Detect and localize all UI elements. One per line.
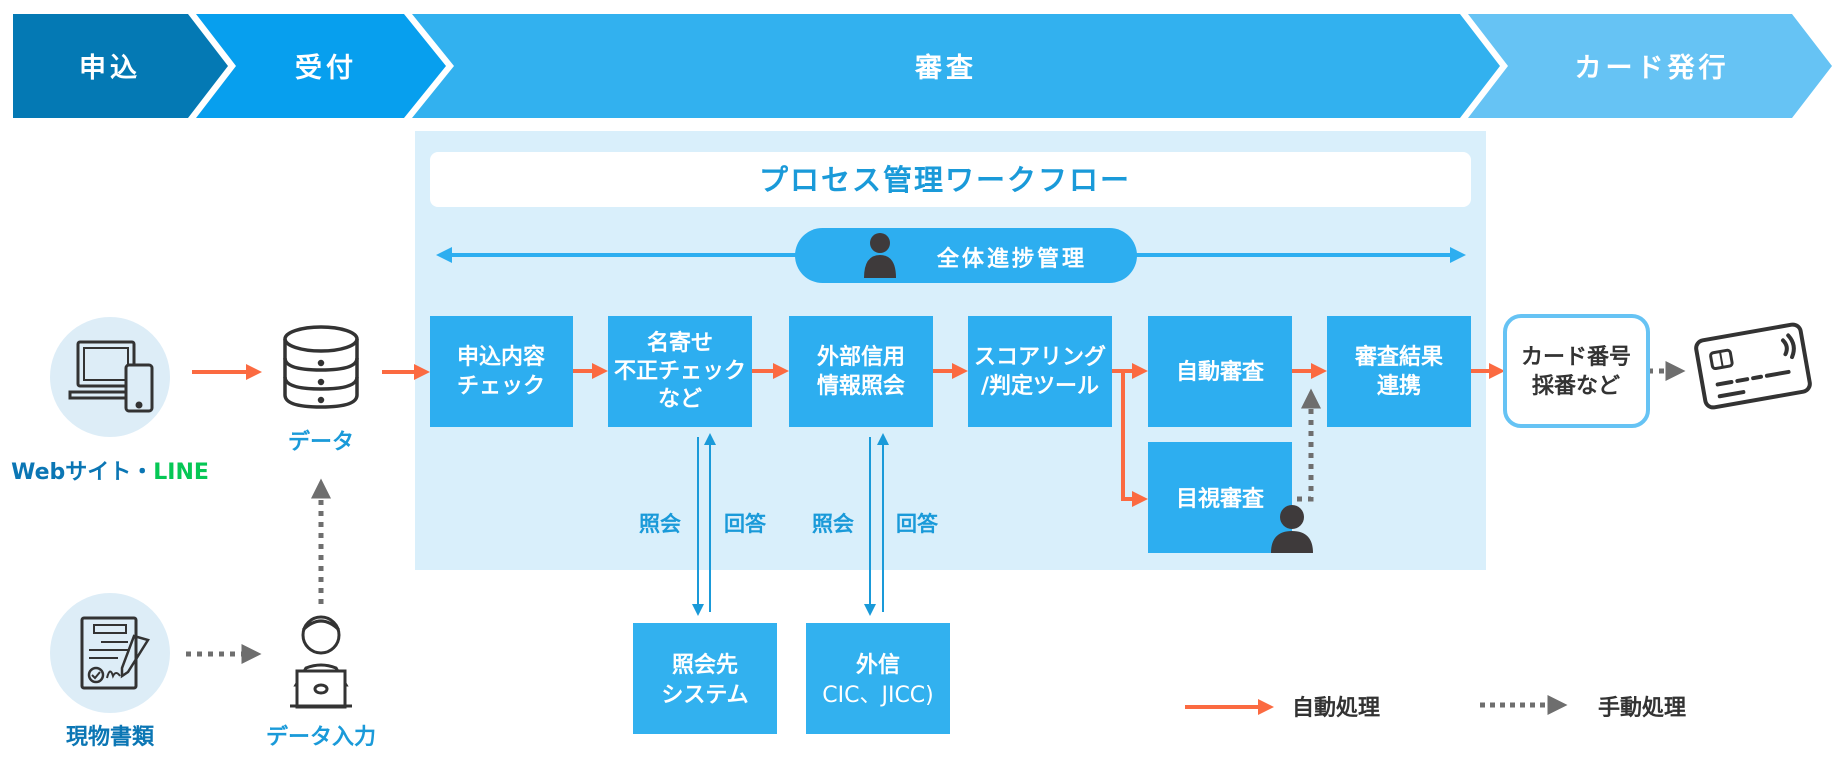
phase-review xyxy=(412,14,1500,118)
step-external-credit[interactable] xyxy=(789,316,933,427)
arrow-step4-to-visual xyxy=(1121,371,1148,507)
phase-card-issue-label: カード発行 xyxy=(1575,52,1730,84)
step-scoring-line1: スコアリング xyxy=(974,344,1106,370)
phase-bar: 申込 受付 審査 カード発行 xyxy=(13,14,1832,118)
step-external-credit-line2: 情報照会 xyxy=(817,373,905,399)
phase-review-label: 審査 xyxy=(914,53,977,84)
phase-card-issue xyxy=(1468,14,1832,118)
card-number-line2: 採番など xyxy=(1532,374,1620,399)
card-number-box[interactable] xyxy=(1503,314,1650,428)
step-auto-review[interactable] xyxy=(1148,316,1292,427)
step-review-result-line1: 審査結果 xyxy=(1354,344,1443,370)
data-entry-operator-icon xyxy=(290,615,352,709)
phase-receive xyxy=(196,14,446,118)
credit-bureau-line2: CIC、JICC) xyxy=(822,683,934,708)
inquiry-arrows xyxy=(692,433,889,616)
step-external-credit-line1: 外部信用 xyxy=(817,344,905,370)
reviewer-person-icon xyxy=(1271,505,1313,553)
process-steps: 申込内容 チェック 名寄せ 不正チェック など 外部信用 情報照会 スコアリング… xyxy=(430,316,1471,553)
step-name-matching[interactable] xyxy=(608,316,752,427)
data-entry-label: データ入力 xyxy=(266,724,376,750)
step-scoring-line2: /判定ツール xyxy=(981,373,1099,399)
paper-docs-label: 現物書類 xyxy=(66,724,155,750)
step-name-matching-line1: 名寄せ xyxy=(647,330,713,356)
phase-receive-label: 受付 xyxy=(295,52,357,84)
signed-document-icon xyxy=(80,616,150,690)
laptop-phone-icon xyxy=(68,340,154,413)
answer-label-2: 回答 xyxy=(896,512,939,536)
manager-person-icon xyxy=(864,233,896,278)
phase-apply xyxy=(13,14,228,118)
step-scoring[interactable] xyxy=(968,316,1112,427)
query-label-1: 照会 xyxy=(639,512,681,536)
credit-card-icon xyxy=(1694,322,1812,410)
inquiry-system-line2: システム xyxy=(661,683,748,708)
credit-bureau-box[interactable] xyxy=(806,623,950,734)
auto-flow-arrows xyxy=(192,363,1505,507)
web-line-label: Webサイト・LINE xyxy=(11,460,209,485)
manual-flow-arrows xyxy=(186,361,1686,664)
workflow-title-box xyxy=(430,152,1471,207)
database-icon xyxy=(283,325,359,409)
step-visual-review-label: 目視審査 xyxy=(1176,486,1265,512)
inquiry-system-box[interactable] xyxy=(633,623,777,734)
step-application-check[interactable] xyxy=(430,316,573,427)
workflow-title: プロセス管理ワークフロー xyxy=(759,163,1131,197)
step-application-check-line1: 申込内容 xyxy=(457,344,545,370)
paper-docs-circle xyxy=(50,593,170,713)
query-label-2: 照会 xyxy=(812,512,854,536)
credit-bureau-line1: 外信 xyxy=(856,652,900,678)
legend-manual-label: 手動処理 xyxy=(1598,695,1686,721)
step-visual-review[interactable] xyxy=(1148,442,1292,553)
step-auto-review-label: 自動審査 xyxy=(1176,359,1265,385)
step-name-matching-line3: など xyxy=(658,387,702,412)
card-number-line1: カード番号 xyxy=(1521,345,1631,370)
phase-apply-label: 申込 xyxy=(79,53,141,84)
step-review-result[interactable] xyxy=(1327,316,1471,427)
step-name-matching-line2: 不正チェック xyxy=(614,359,746,384)
step-review-result-line2: 連携 xyxy=(1377,373,1421,399)
answer-label-1: 回答 xyxy=(724,512,767,536)
data-label: データ xyxy=(288,429,354,455)
legend-auto-label: 自動処理 xyxy=(1292,695,1380,721)
inquiry-system-line1: 照会先 xyxy=(672,652,738,678)
arrow-visual-to-result xyxy=(1297,388,1321,502)
legend: 自動処理 手動処理 xyxy=(1185,695,1686,721)
step-application-check-line2: チェック xyxy=(457,374,545,399)
overall-management-label: 全体進捗管理 xyxy=(936,246,1087,272)
